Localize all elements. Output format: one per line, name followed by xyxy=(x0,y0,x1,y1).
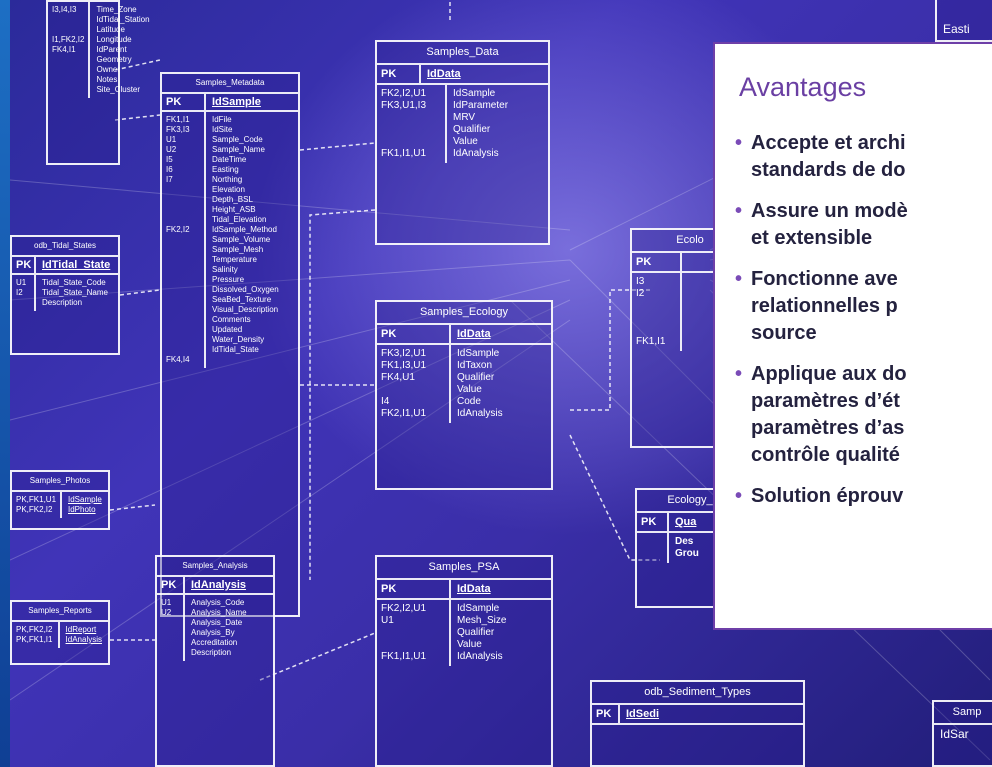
odb-sediment-types-pk: PK xyxy=(592,705,620,723)
odb-tidal-states-pk: PK xyxy=(12,257,36,273)
odb-tidal-states-keys: U1 I2 xyxy=(12,275,36,311)
samples-ecology-pk-field: IdData xyxy=(457,328,491,340)
samples-metadata-pk-field: IdSample xyxy=(212,96,261,108)
advantage-line: source xyxy=(751,322,817,344)
advantage-line: Fonctionne ave xyxy=(751,268,898,290)
top-right-table: Easti xyxy=(935,0,992,42)
sites-keys: I3,I4,I3 I1,FK2,I2 FK4,I1 xyxy=(48,2,91,98)
samples-reports-title: Samples_Reports xyxy=(12,602,108,622)
advantage-item: • Applique aux do paramètres d’ét paramè… xyxy=(735,361,908,469)
samples-psa-keys: FK2,I2,U1 U1 FK1,I1,U1 xyxy=(377,600,451,666)
samples-ecology-title: Samples_Ecology xyxy=(377,302,551,325)
samples-analysis-keys: U1 U2 xyxy=(157,595,185,661)
ecology-types-pk: PK xyxy=(637,513,669,531)
odb-sediment-types-table: odb_Sediment_Types PK IdSedi xyxy=(590,680,805,767)
advantage-item: • Accepte et archi standards de do xyxy=(735,130,908,184)
samp-fields: IdSar xyxy=(940,727,969,741)
samples-ecology-fields: IdSample IdTaxon Qualifier Value Code Id… xyxy=(457,348,503,419)
samples-metadata-title: Samples_Metadata xyxy=(162,74,298,94)
bullet-icon: • xyxy=(735,268,743,290)
samples-data-pk-field: IdData xyxy=(427,68,461,80)
samples-psa-table: Samples_PSA PK IdData FK2,I2,U1 U1 FK1,I… xyxy=(375,555,553,767)
ecology-types-fields: Des Grou xyxy=(675,536,699,559)
advantage-line: Applique aux do xyxy=(751,363,907,385)
samples-data-pk: PK xyxy=(377,65,421,83)
advantage-line: paramètres d’ét xyxy=(751,390,900,412)
samples-photos-fields: IdSample IdPhoto xyxy=(68,495,102,514)
advantage-line: Solution éprouv xyxy=(751,485,904,507)
samples-ecology-table: Samples_Ecology PK IdData FK3,I2,U1 FK1,… xyxy=(375,300,553,490)
samples-reports-keys: PK,FK2,I2 PK,FK1,I1 xyxy=(12,622,60,648)
bullet-icon: • xyxy=(735,200,743,222)
samples-photos-table: Samples_Photos PK,FK1,U1 PK,FK2,I2 IdSam… xyxy=(10,470,110,530)
odb-sediment-types-title: odb_Sediment_Types xyxy=(592,682,803,705)
ecology-keys: I3 I2 FK1,I1 xyxy=(632,273,682,351)
samples-photos-title: Samples_Photos xyxy=(12,472,108,492)
samples-analysis-title: Samples_Analysis xyxy=(157,557,273,577)
advantage-line: relationnelles p xyxy=(751,295,898,317)
samples-metadata-keys: FK1,I1 FK3,I3 U1 U2 I5 I6 I7 FK2,I2 FK4,… xyxy=(162,112,206,368)
panel-title: Avantages xyxy=(739,72,867,102)
odb-tidal-states-pk-field: IdTidal_State xyxy=(42,259,111,271)
advantage-line: contrôle qualité xyxy=(751,444,900,466)
samples-metadata-table: Samples_Metadata PK IdSample FK1,I1 FK3,… xyxy=(160,72,300,617)
advantage-line: standards de do xyxy=(751,159,906,181)
sites-fields: Time_Zone IdTidal_Station Latitude Longi… xyxy=(96,5,150,94)
ecology-types-pk-field: Qua xyxy=(675,516,697,528)
sites-table: I3,I4,I3 I1,FK2,I2 FK4,I1 Time_Zone IdTi… xyxy=(46,0,150,165)
samples-psa-pk-field: IdData xyxy=(457,583,491,595)
odb-tidal-states-title: odb_Tidal_States xyxy=(12,237,118,257)
samples-analysis-pk: PK xyxy=(157,577,185,593)
samples-photos-keys: PK,FK1,U1 PK,FK2,I2 xyxy=(12,492,62,518)
samp-title: Samp xyxy=(934,702,992,725)
samples-ecology-keys: FK3,I2,U1 FK1,I3,U1 FK4,U1 I4 FK2,I1,U1 xyxy=(377,345,451,423)
samples-psa-title: Samples_PSA xyxy=(377,557,551,580)
samples-metadata-fields: IdFile IdSite Sample_Code Sample_Name Da… xyxy=(212,115,279,354)
samples-psa-pk: PK xyxy=(377,580,451,598)
ecology-pk: PK xyxy=(632,253,682,271)
samples-data-table: Samples_Data PK IdData FK2,I2,U1 FK3,U1,… xyxy=(375,40,550,245)
samples-reports-table: Samples_Reports PK,FK2,I2 PK,FK1,I1 IdRe… xyxy=(10,600,110,665)
samples-ecology-pk: PK xyxy=(377,325,451,343)
top-right-fields: Easti xyxy=(943,22,970,36)
samples-data-keys: FK2,I2,U1 FK3,U1,I3 FK1,I1,U1 xyxy=(377,85,447,163)
samples-data-fields: IdSample IdParameter MRV Qualifier Value… xyxy=(453,88,509,159)
advantage-item: • Solution éprouv xyxy=(735,483,908,510)
bullet-icon: • xyxy=(735,132,743,154)
advantages-list: • Accepte et archi standards de do • Ass… xyxy=(735,130,908,524)
ecology-types-title: Ecology_ xyxy=(637,490,743,513)
advantage-line: Accepte et archi xyxy=(751,132,906,154)
bullet-icon: • xyxy=(735,363,743,385)
advantage-item: • Assure un modè et extensible xyxy=(735,198,908,252)
odb-sediment-types-pk-field: IdSedi xyxy=(626,708,660,720)
samples-metadata-pk: PK xyxy=(162,94,206,110)
samples-reports-fields: IdReport IdAnalysis xyxy=(65,625,102,644)
bullet-icon: • xyxy=(735,485,743,507)
odb-tidal-states-fields: Tidal_State_Code Tidal_State_Name Descri… xyxy=(42,278,108,307)
samples-data-title: Samples_Data xyxy=(377,42,548,65)
left-accent-strip xyxy=(0,0,10,767)
advantages-panel: Avantages • Accepte et archi standards d… xyxy=(713,42,992,630)
samples-psa-fields: IdSample Mesh_Size Qualifier Value IdAna… xyxy=(457,603,507,662)
advantage-line: paramètres d’as xyxy=(751,417,905,439)
ecology-title: Ecolo xyxy=(632,230,748,253)
advantage-line: et extensible xyxy=(751,227,873,249)
samp-table: Samp IdSar xyxy=(932,700,992,767)
samples-analysis-fields: Analysis_Code Analysis_Name Analysis_Dat… xyxy=(191,598,247,657)
advantage-line: Assure un modè xyxy=(751,200,908,222)
advantage-item: • Fonctionne ave relationnelles p source xyxy=(735,266,908,347)
samples-analysis-pk-field: IdAnalysis xyxy=(191,579,247,591)
samples-analysis-table: Samples_Analysis PK IdAnalysis U1 U2 Ana… xyxy=(155,555,275,767)
odb-tidal-states-table: odb_Tidal_States PK IdTidal_State U1 I2 … xyxy=(10,235,120,355)
